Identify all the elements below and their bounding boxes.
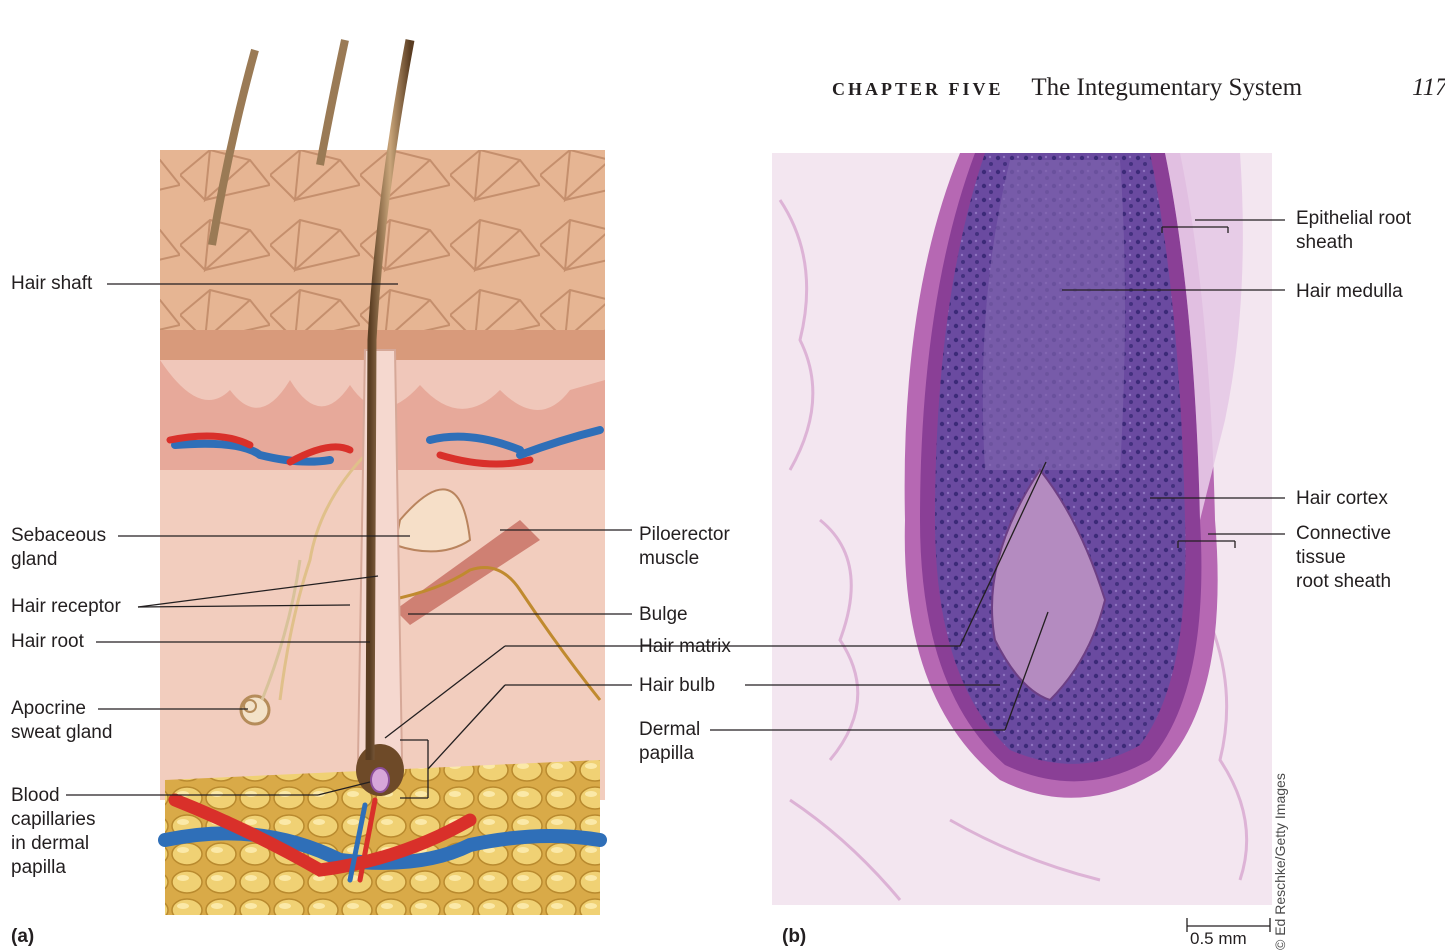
photo-credit: © Ed Reschke/Getty Images: [1272, 773, 1288, 950]
label-blood-4: papilla: [11, 857, 66, 879]
label-hair-cortex: Hair cortex: [1296, 488, 1388, 510]
label-hair-receptor: Hair receptor: [11, 596, 121, 618]
label-bulge: Bulge: [639, 604, 688, 626]
label-piloerector-1: Piloerector: [639, 524, 730, 546]
label-connective-2: tissue: [1296, 547, 1346, 569]
panel-a-tag: (a): [11, 926, 34, 948]
label-blood-1: Blood: [11, 785, 60, 807]
label-sebaceous-1: Sebaceous: [11, 525, 106, 547]
panel-b-tag: (b): [782, 926, 806, 948]
label-dermal-2: papilla: [639, 743, 694, 765]
label-sebaceous-2: gland: [11, 549, 58, 571]
label-hair-root: Hair root: [11, 631, 84, 653]
label-hair-matrix: Hair matrix: [639, 636, 731, 658]
label-hair-medulla: Hair medulla: [1296, 281, 1403, 303]
label-epithelial-1: Epithelial root: [1296, 208, 1411, 230]
label-hair-bulb: Hair bulb: [639, 675, 715, 697]
label-piloerector-2: muscle: [639, 548, 699, 570]
label-blood-3: in dermal: [11, 833, 89, 855]
label-epithelial-2: sheath: [1296, 232, 1353, 254]
label-apocrine-2: sweat gland: [11, 722, 112, 744]
label-hair-shaft: Hair shaft: [11, 273, 92, 295]
label-dermal-1: Dermal: [639, 719, 700, 741]
label-connective-1: Connective: [1296, 523, 1391, 545]
label-apocrine-1: Apocrine: [11, 698, 86, 720]
label-blood-2: capillaries: [11, 809, 95, 831]
label-connective-3: root sheath: [1296, 571, 1391, 593]
scale-bar-label: 0.5 mm: [1190, 928, 1247, 950]
